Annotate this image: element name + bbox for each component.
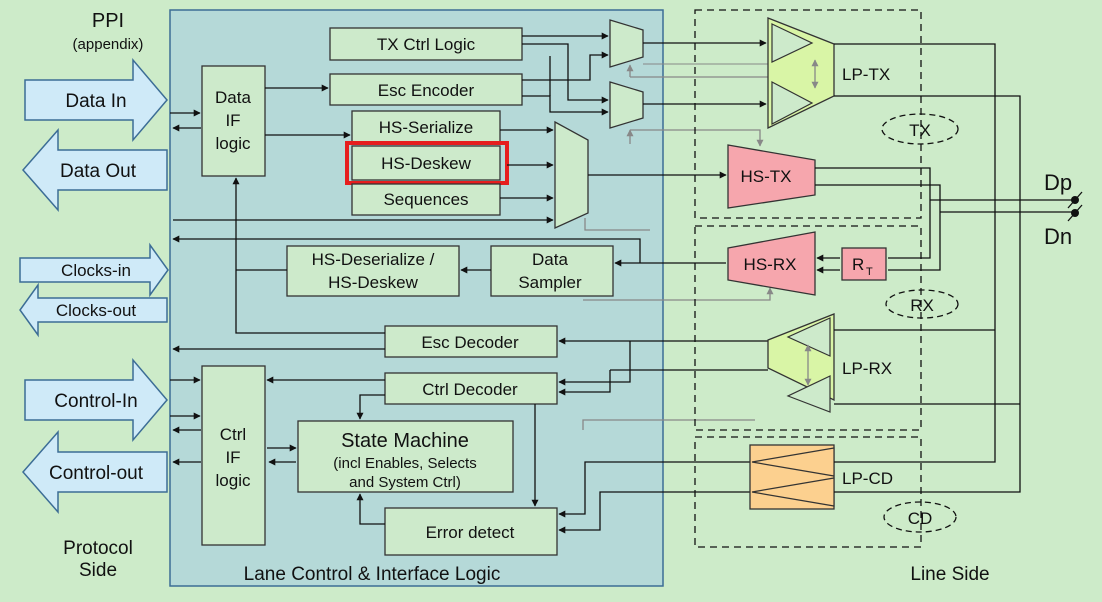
state-machine-line-2: (incl Enables, Selects	[333, 455, 476, 472]
data-sampler-block: Data Sampler	[490, 245, 614, 297]
data-in-label: Data In	[65, 91, 126, 112]
rt-label: R	[852, 255, 864, 274]
hs-tx-buffer: HS-TX	[727, 144, 816, 209]
ctrl-if-line-3: logic	[216, 471, 251, 490]
lp-tx-mux-upper	[609, 19, 644, 68]
ctrl-decoder-block: Ctrl Decoder	[384, 372, 558, 405]
hs-rx-label: HS-RX	[744, 255, 797, 274]
data-in-arrow: Data In	[24, 57, 168, 143]
data-sampler-label-2: Sampler	[518, 273, 582, 292]
line-side-wiring	[815, 43, 1075, 493]
hs-deskew-label: HS-Deskew	[381, 154, 471, 173]
sequences-label: Sequences	[383, 190, 468, 209]
dn-tick	[1067, 204, 1083, 222]
rx-label: RX	[910, 296, 934, 315]
state-machine-title: State Machine	[341, 430, 469, 452]
state-machine-block: State Machine (incl Enables, Selects and…	[297, 420, 514, 493]
control-out-label: Control-out	[49, 463, 144, 484]
termination-resistor: R T	[841, 247, 887, 281]
ctrl-if-line-2: IF	[225, 448, 240, 467]
lane-control-title: Lane Control & Interface Logic	[244, 564, 501, 585]
hs-deserialize-label-2: HS-Deskew	[328, 273, 418, 292]
hs-serialize-block: HS-Serialize	[351, 110, 501, 144]
state-machine-line-3: and System Ctrl)	[349, 474, 461, 491]
hs-deskew-block: HS-Deskew	[345, 141, 509, 185]
lp-cd-label: LP-CD	[842, 469, 893, 488]
lp-tx-label: LP-TX	[842, 65, 890, 84]
ppi-subtitle: (appendix)	[73, 36, 144, 53]
data-out-arrow: Data Out	[22, 128, 168, 212]
ctrl-if-line-1: Ctrl	[220, 425, 246, 444]
lp-cd-buffer	[749, 444, 835, 510]
data-if-line-2: IF	[225, 111, 240, 130]
hs-deserialize-label-1: HS-Deserialize /	[312, 250, 435, 269]
tx-ellipse	[881, 113, 959, 145]
dn-label: Dn	[1044, 224, 1072, 249]
hs-output-mux	[554, 120, 589, 230]
clocks-in-label: Clocks-in	[61, 261, 131, 280]
esc-decoder-block: Esc Decoder	[384, 325, 558, 358]
data-if-logic-block: Data IF logic	[201, 65, 266, 177]
clocks-out-label: Clocks-out	[56, 301, 137, 320]
dp-tick	[1067, 191, 1083, 209]
protocol-side-label-2: Side	[79, 560, 117, 581]
error-detect-block: Error detect	[384, 507, 558, 556]
hs-tx-label: HS-TX	[741, 167, 792, 186]
lp-tx-mux-lower	[609, 81, 644, 129]
rx-section-box	[694, 225, 922, 431]
error-detect-label: Error detect	[426, 523, 515, 542]
lane-connections	[170, 32, 768, 534]
protocol-side-label-1: Protocol	[63, 538, 133, 559]
lp-tx-buffer	[767, 17, 835, 130]
lp-rx-buffer	[767, 313, 835, 413]
control-out-arrow: Control-out	[22, 430, 168, 514]
tx-label: TX	[909, 121, 931, 140]
clocks-out-arrow: Clocks-out	[19, 282, 168, 338]
ctrl-if-logic-block: Ctrl IF logic	[201, 365, 266, 546]
rx-ellipse	[885, 289, 959, 319]
lp-rx-label: LP-RX	[842, 359, 892, 378]
rt-subscript: T	[866, 266, 873, 278]
cd-label: CD	[908, 509, 933, 528]
hs-deserialize-block: HS-Deserialize / HS-Deskew	[286, 245, 460, 297]
esc-encoder-label: Esc Encoder	[378, 81, 475, 100]
hs-deskew-highlight	[345, 141, 509, 185]
tx-ctrl-logic-block: TX Ctrl Logic	[329, 27, 523, 61]
control-in-label: Control-In	[54, 391, 137, 412]
hs-rx-buffer: HS-RX	[727, 231, 816, 296]
data-if-line-3: logic	[216, 134, 251, 153]
clocks-in-arrow: Clocks-in	[19, 242, 169, 298]
hs-serialize-label: HS-Serialize	[379, 118, 473, 137]
line-side-label: Line Side	[910, 564, 989, 585]
esc-encoder-block: Esc Encoder	[329, 73, 523, 106]
data-sampler-label-1: Data	[532, 250, 568, 269]
ctrl-decoder-label: Ctrl Decoder	[422, 380, 518, 399]
control-in-arrow: Control-In	[24, 357, 168, 443]
dp-label: Dp	[1044, 170, 1072, 195]
esc-decoder-label: Esc Decoder	[421, 333, 519, 352]
data-out-label: Data Out	[60, 161, 137, 182]
cd-ellipse	[883, 501, 957, 533]
ppi-title: PPI	[92, 10, 124, 32]
tx-ctrl-logic-label: TX Ctrl Logic	[377, 35, 476, 54]
data-if-line-1: Data	[215, 88, 251, 107]
sequences-block: Sequences	[351, 183, 501, 216]
